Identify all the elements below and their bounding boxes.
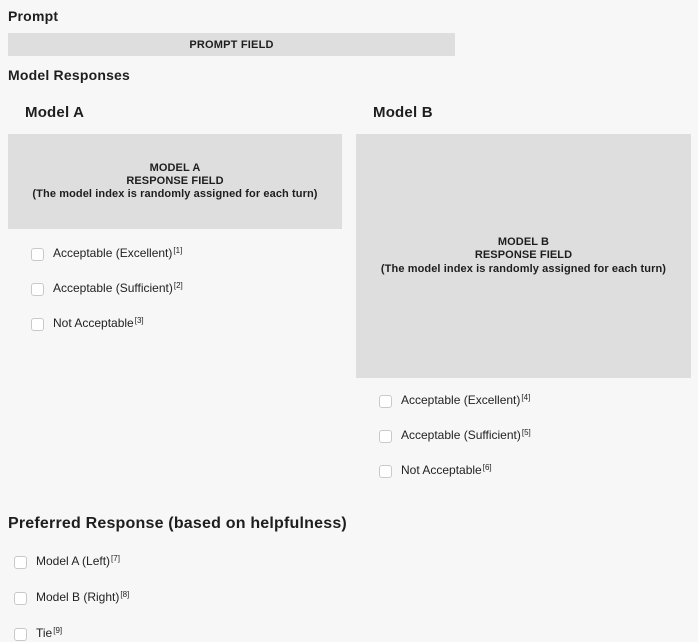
option-model-b-not-acceptable[interactable]: Not Acceptable[6] [379, 463, 691, 479]
footnote-marker: [2] [173, 281, 183, 290]
model-columns: Model A MODEL A RESPONSE FIELD (The mode… [8, 104, 691, 479]
footnote-marker: [3] [134, 316, 144, 325]
prompt-field-placeholder: PROMPT FIELD [189, 38, 274, 51]
footnote-marker: [9] [53, 626, 63, 635]
option-label: Not Acceptable[3] [53, 316, 144, 332]
model-b-title: Model B [373, 104, 433, 121]
model-b-response-field: MODEL B RESPONSE FIELD (The model index … [356, 134, 691, 378]
option-label: Acceptable (Excellent)[4] [401, 393, 530, 409]
option-label-text: Acceptable (Sufficient) [53, 281, 173, 295]
option-label-text: Acceptable (Excellent) [53, 246, 173, 260]
model-a-options: Acceptable (Excellent)[1] Acceptable (Su… [31, 246, 342, 332]
footnote-marker: [8] [120, 590, 130, 599]
model-b-column: Model B MODEL B RESPONSE FIELD (The mode… [356, 104, 691, 479]
option-preferred-tie[interactable]: Tie[9] [14, 626, 691, 642]
option-preferred-model-a-left[interactable]: Model A (Left)[7] [14, 554, 691, 570]
preferred-options: Model A (Left)[7] Model B (Right)[8] Tie… [14, 554, 691, 642]
footnote-marker: [7] [111, 554, 120, 563]
option-label-text: Model B (Right) [36, 590, 120, 604]
checkbox-preferred-tie[interactable] [14, 627, 27, 641]
option-label: Acceptable (Sufficient)[5] [401, 428, 531, 444]
prompt-section-title: Prompt [8, 8, 59, 24]
model-a-field-line-2: RESPONSE FIELD [126, 174, 224, 187]
option-label: Acceptable (Sufficient)[2] [53, 281, 183, 297]
model-a-response-field: MODEL A RESPONSE FIELD (The model index … [8, 134, 342, 229]
checkbox-model-a-acceptable-sufficient[interactable] [31, 282, 44, 296]
option-label: Not Acceptable[6] [401, 463, 492, 479]
model-b-options: Acceptable (Excellent)[4] Acceptable (Su… [379, 393, 691, 479]
checkbox-model-a-not-acceptable[interactable] [31, 317, 44, 331]
model-b-field-line-3: (The model index is randomly assigned fo… [380, 262, 667, 275]
option-model-b-acceptable-excellent[interactable]: Acceptable (Excellent)[4] [379, 393, 691, 409]
option-label-text: Tie [36, 626, 53, 640]
model-a-column: Model A MODEL A RESPONSE FIELD (The mode… [8, 104, 342, 479]
footnote-marker: [5] [521, 428, 531, 437]
option-label: Acceptable (Excellent)[1] [53, 246, 182, 262]
model-a-field-line-3: (The model index is randomly assigned fo… [32, 188, 318, 201]
prompt-field: PROMPT FIELD [8, 33, 455, 56]
option-label: Model A (Left)[7] [36, 554, 120, 570]
preferred-section-title: Preferred Response (based on helpfulness… [8, 515, 347, 532]
footnote-marker: [1] [173, 246, 183, 255]
checkbox-preferred-model-a-left[interactable] [14, 555, 27, 569]
checkbox-model-a-acceptable-excellent[interactable] [31, 247, 44, 261]
checkbox-model-b-not-acceptable[interactable] [379, 464, 392, 478]
option-label-text: Model A (Left) [36, 554, 111, 568]
model-a-field-line-1: MODEL A [149, 161, 201, 174]
option-label-text: Not Acceptable [401, 463, 482, 477]
checkbox-preferred-model-b-right[interactable] [14, 591, 27, 605]
footnote-marker: [4] [521, 393, 531, 402]
option-label: Tie[9] [36, 626, 62, 642]
checkbox-model-b-acceptable-sufficient[interactable] [379, 429, 392, 443]
option-model-a-not-acceptable[interactable]: Not Acceptable[3] [31, 316, 342, 332]
responses-section-title: Model Responses [8, 67, 131, 83]
checkbox-model-b-acceptable-excellent[interactable] [379, 394, 392, 408]
option-label: Model B (Right)[8] [36, 590, 129, 606]
option-label-text: Not Acceptable [53, 316, 134, 330]
model-b-field-line-2: RESPONSE FIELD [474, 249, 573, 262]
option-model-a-acceptable-excellent[interactable]: Acceptable (Excellent)[1] [31, 246, 342, 262]
option-label-text: Acceptable (Sufficient) [401, 428, 521, 442]
model-a-title: Model A [25, 104, 85, 121]
option-model-a-acceptable-sufficient[interactable]: Acceptable (Sufficient)[2] [31, 281, 342, 297]
option-preferred-model-b-right[interactable]: Model B (Right)[8] [14, 590, 691, 606]
footnote-marker: [6] [482, 463, 492, 472]
model-b-field-line-1: MODEL B [497, 236, 550, 249]
option-label-text: Acceptable (Excellent) [401, 393, 521, 407]
option-model-b-acceptable-sufficient[interactable]: Acceptable (Sufficient)[5] [379, 428, 691, 444]
